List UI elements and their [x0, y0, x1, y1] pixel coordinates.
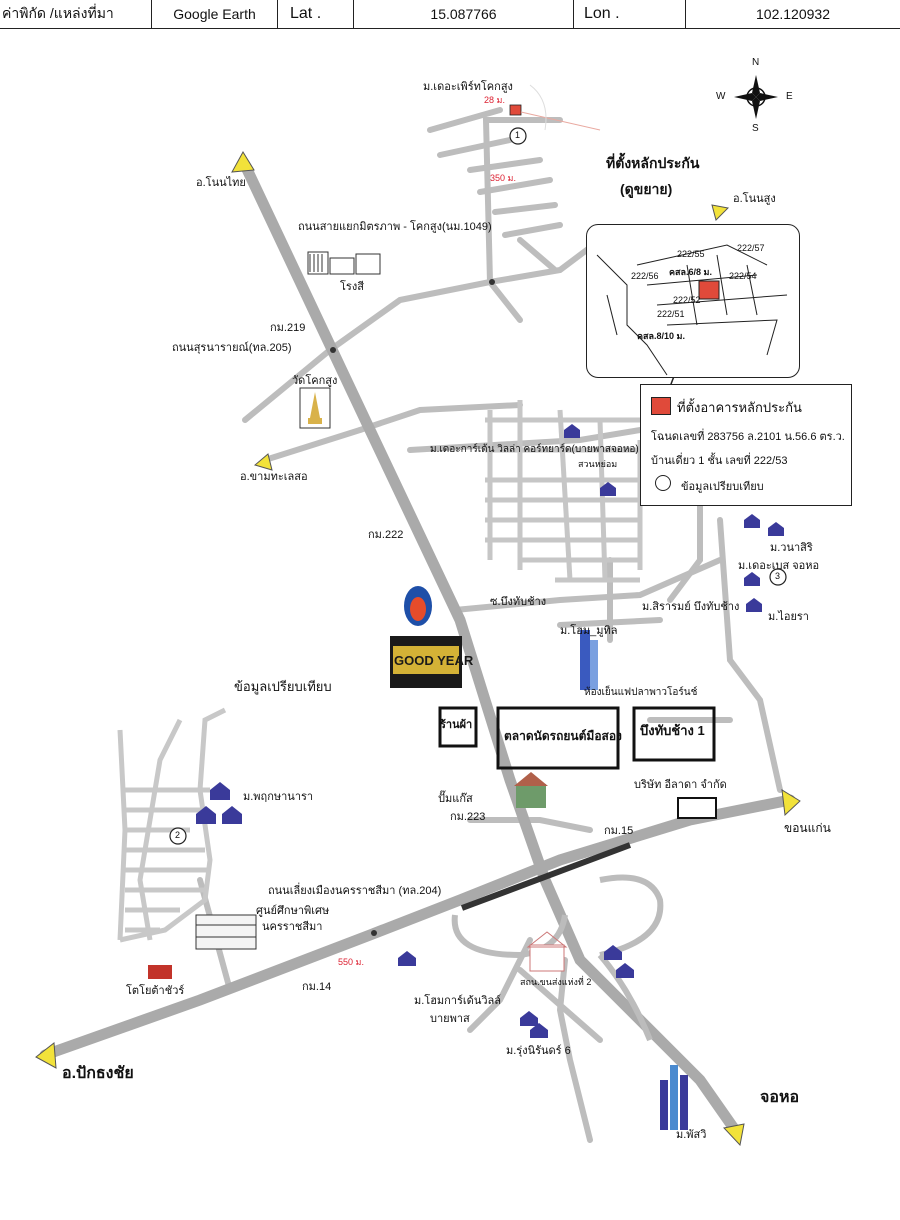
inset-plot-3: 222/56	[631, 271, 659, 281]
inset-plot-2: 222/57	[737, 243, 765, 253]
label-compare-data: ข้อมูลเปรียบเทียบ	[234, 679, 332, 694]
source-value: Google Earth	[152, 0, 278, 28]
label-to-pak-thong-chai: อ.ปักธงชัย	[62, 1065, 134, 1082]
label-park: สวนหย่อม	[578, 459, 618, 469]
interchange	[451, 874, 664, 1042]
label-road-1049: ถนนสายแยกมิตรภาพ - โคกสูง(นม.1049)	[298, 221, 492, 233]
label-to-khon-kaen: ขอนแก่น	[784, 821, 831, 835]
label-to-non-thai: อ.โนนไทย	[196, 177, 246, 189]
label-village-home-garden-2: บายพาส	[430, 1013, 470, 1025]
label-village-home-garden-1: ม.โฮมการ์เด้นวิลล์	[414, 995, 502, 1007]
collateral-marker	[509, 104, 522, 116]
compass-n: N	[752, 57, 760, 68]
label-temple: วัดโคกสูง	[292, 375, 338, 387]
legend-item-1: ที่ตั้งอาคารหลักประกัน	[677, 400, 802, 415]
label-special-ed-1: ศูนย์ศึกษาพิเศษ	[256, 905, 330, 917]
label-village-phruksa: ม.พฤกษานารา	[243, 791, 314, 803]
inset-soi-2: คสล.8/10 ม.	[637, 331, 685, 341]
direction-arrows	[35, 151, 801, 1147]
legend-house: บ้านเดี่ยว 1 ชั้น เลขที่ 222/53	[651, 455, 788, 467]
marker-1-label: 1	[515, 130, 521, 140]
inset-plot-5: 222/52	[673, 295, 701, 305]
legend-item-2: ข้อมูลเปรียบเทียบ	[681, 481, 764, 493]
lat-label: Lat .	[278, 0, 354, 28]
label-km223: กม.223	[450, 811, 486, 823]
label-dist-550: 550 ม.	[338, 957, 364, 967]
label-road-205: ถนนสุรนารายณ์(ทล.205)	[172, 342, 292, 354]
compass-w: W	[716, 91, 726, 102]
label-village-top: ม.เดอะเพิร์ทโคกสูง	[423, 81, 513, 93]
label-pump: ปั๊มแก๊ส	[438, 793, 473, 805]
label-village-the-base: ม.เดอะเบส จอหอ	[738, 560, 820, 572]
lon-label: Lon .	[574, 0, 686, 28]
marker-3-label: 3	[775, 571, 781, 581]
label-room-shop: ห้องเย็นแฟปลาพาวโอร์นช์	[584, 687, 698, 698]
location-subtitle: (ดูขยาย)	[620, 181, 673, 197]
location-title: ที่ตั้งหลักประกัน	[606, 155, 700, 171]
flyover	[460, 842, 632, 911]
lon-value: 102.120932	[756, 6, 830, 22]
comparison-markers	[169, 127, 787, 845]
factory-icon	[307, 251, 381, 275]
label-bus-terminal: สถน.ขนส่งแห่งที่ 2	[520, 977, 592, 987]
label-km219: กม.219	[270, 322, 306, 334]
legend-collateral-swatch	[651, 397, 671, 415]
label-village-garden: ม.เดอะการ์เด้น วิลล่า คอร์ทยาร์ด(บายพาสจ…	[430, 444, 639, 455]
label-village-wanasiri: ม.วนาสิริ	[770, 542, 813, 554]
compass-s: S	[752, 123, 759, 134]
highway-204	[39, 794, 796, 1061]
inset-plot-6: 222/51	[657, 309, 685, 319]
info-header: ค่าพิกัด /แหล่งที่มา Google Earth Lat . …	[0, 0, 900, 29]
label-road-bueng-thap-chang: ซ.บึงทับช้าง	[490, 596, 547, 608]
label-to-kham-thale-so: อ.ขามทะเลสอ	[240, 471, 308, 483]
label-to-non-sung: อ.โนนสูง	[733, 193, 776, 205]
label-village-rungnirun: ม.รุ่งนิรันดร์ 6	[506, 1045, 571, 1057]
inset-plot-4: 222/54	[729, 271, 757, 281]
label-special-ed-2: นครราชสีมา	[262, 921, 323, 933]
goodyear-text: GOOD YEAR	[394, 653, 474, 668]
legend-deed: โฉนดเลขที่ 283756 ล.2101 น.56.6 ตร.ว.	[651, 431, 845, 443]
sign-3-text: บึงทับช้าง 1	[640, 723, 705, 738]
ptt-logo-icon	[404, 586, 432, 626]
label-village-home-mobile: ม.โฮม_มูทิล	[560, 625, 618, 637]
label-village-chaiya: ม.ไอยรา	[768, 611, 809, 623]
temple-icon	[299, 387, 331, 429]
label-dist-28: 28 ม.	[484, 95, 505, 105]
compass-e: E	[786, 91, 793, 102]
label-road-204: ถนนเลี่ยงเมืองนครราชสีมา (ทล.204)	[268, 885, 442, 897]
label-village-sirarom: ม.สิรารมย์ บึงทับช้าง	[642, 601, 740, 613]
inset-plot-1: 222/55	[677, 249, 705, 259]
label-toyota: โตโยต้าชัวร์	[126, 985, 185, 997]
legend-circle-icon	[655, 475, 671, 491]
label-km222: กม.222	[368, 529, 404, 541]
inset-soi-1: คสล.6/8 ม.	[669, 267, 712, 277]
marker-2-label: 2	[175, 830, 181, 840]
sign-2-text: ตลาดนัดรถยนต์มือสอง	[504, 729, 622, 743]
label-km14: กม.14	[302, 981, 332, 993]
label-village-phisui: ม.พัสวิ	[676, 1129, 707, 1141]
legend-box: ที่ตั้งอาคารหลักประกัน โฉนดเลขที่ 283756…	[640, 384, 852, 506]
lat-value: 15.087766	[354, 0, 574, 28]
road-nodes	[330, 279, 495, 936]
label-dist-350: 350 ม.	[490, 173, 516, 183]
village-grid-center	[485, 400, 643, 583]
inset-map: 222/55 222/57 222/56 222/54 222/52 222/5…	[586, 224, 800, 378]
village-grid-left	[117, 707, 227, 943]
label-jo-ho: จอหอ	[760, 1089, 800, 1106]
building-icons	[148, 630, 717, 1130]
label-company: บริษัท อีลาดา จำกัด	[634, 779, 727, 791]
billboards	[438, 706, 716, 770]
compass-rose	[734, 75, 778, 119]
house-icons	[196, 424, 784, 1038]
label-km15: กม.15	[604, 825, 634, 837]
sign-1-text: ร้านผ้า	[440, 719, 473, 731]
source-label: ค่าพิกัด /แหล่งที่มา	[0, 0, 152, 28]
label-factory: โรงสี	[340, 281, 364, 293]
